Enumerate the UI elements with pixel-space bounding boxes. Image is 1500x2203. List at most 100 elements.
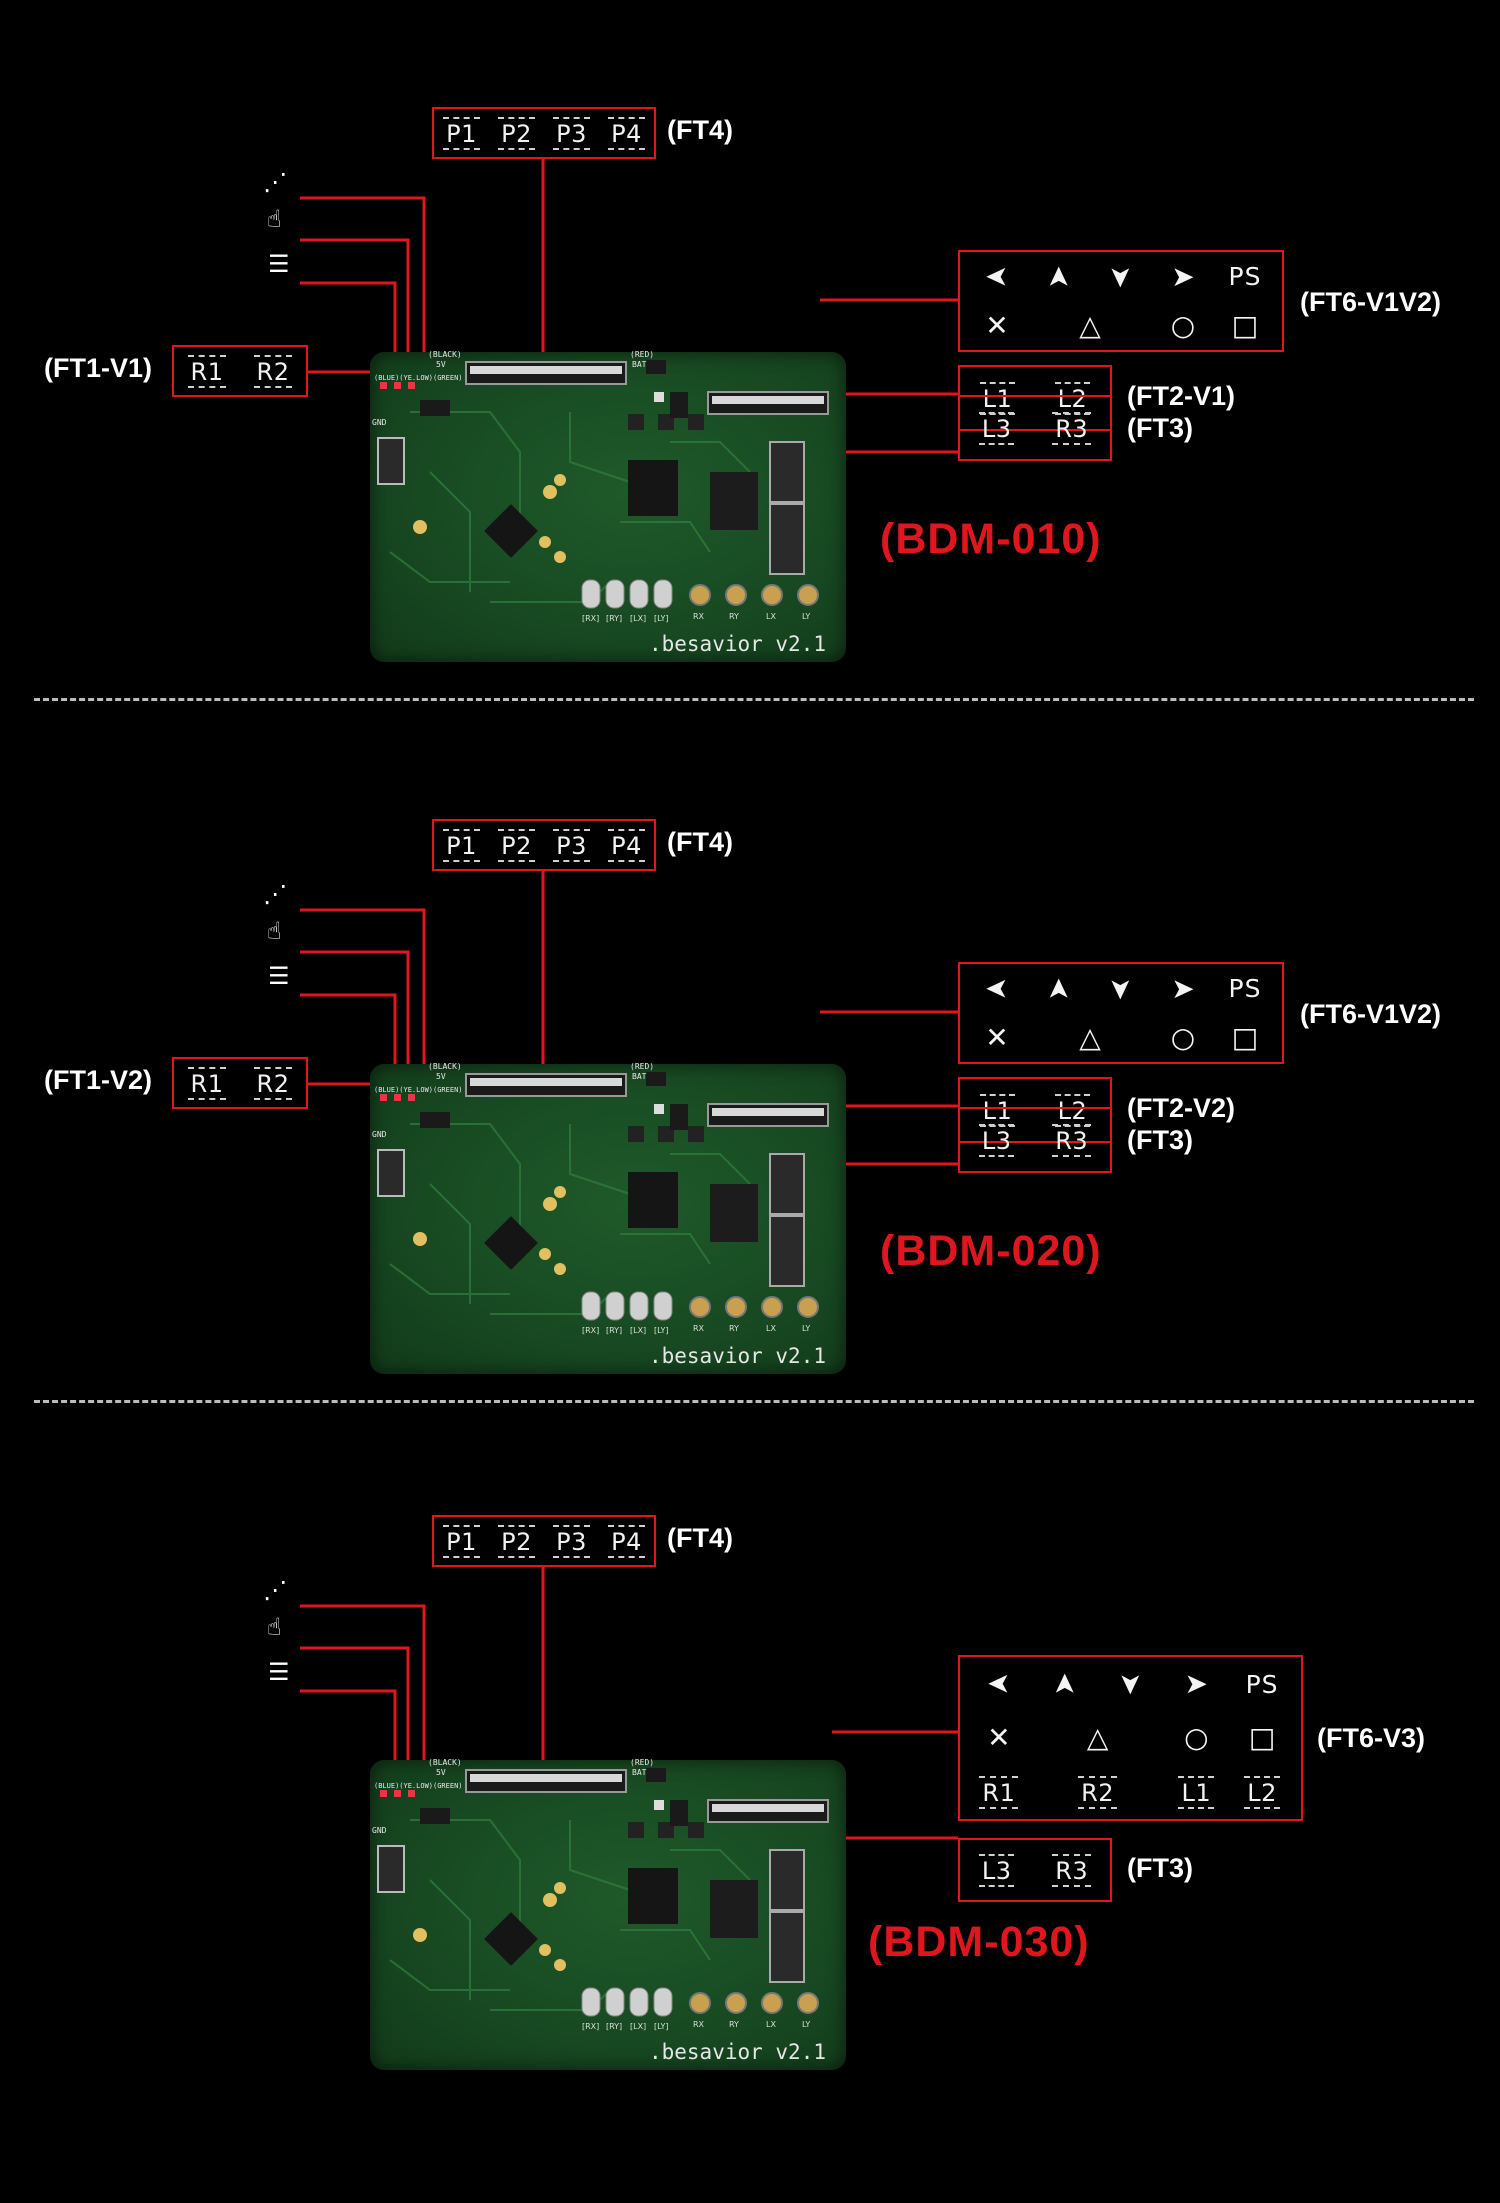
wire-layer: [300, 159, 958, 454]
pin-label: [LX]: [630, 1326, 647, 1335]
ft6-label: (FT6-V1V2): [1300, 287, 1442, 317]
model-label: (BDM-020): [880, 1227, 1102, 1275]
ft3-box: L3 R3: [958, 1107, 1112, 1173]
ft3-key: L3: [978, 411, 1015, 445]
tap-finger-icon: ☝: [267, 205, 282, 233]
menu-lines-icon: ☰: [268, 962, 290, 990]
ft6-label: (FT6-V3): [1317, 1723, 1425, 1753]
dpad-left-icon: ➤: [987, 1668, 1011, 1701]
board-version: .besavior v2.1: [648, 2040, 826, 2064]
ft6-grid: ➤➤➤➤PS✕△○□: [960, 964, 1282, 1062]
connector-line: [300, 196, 426, 352]
silk-bat: BAT: [632, 1768, 647, 1777]
cross-button-icon: ✕: [985, 1020, 1009, 1054]
dpad-right-icon: ➤: [1184, 1667, 1209, 1700]
silk-black: (BLACK): [428, 1758, 462, 1767]
ft4-key: P2: [498, 828, 535, 862]
ft1-key: R1: [187, 1066, 227, 1100]
square-button-icon: □: [1231, 308, 1259, 342]
ft6-key: R1: [979, 1775, 1019, 1809]
silk-red: (RED): [630, 1758, 655, 1767]
connector-line: [300, 1646, 410, 1760]
circle-button-icon: ○: [1170, 1020, 1196, 1054]
pot-label: RY: [729, 612, 739, 621]
silk-bat: BAT: [632, 1072, 647, 1081]
cross-button-icon: ✕: [985, 308, 1009, 342]
panel-bdm-030: ⋰ ☝ ☰ P1 P2 P3 P4 (FT4): [0, 1503, 1500, 2203]
ps-button-label: PS: [1245, 1669, 1279, 1699]
triangle-button-icon: △: [1086, 1721, 1109, 1754]
triangle-button-icon: △: [1079, 308, 1101, 342]
ft1-key: R2: [253, 1066, 293, 1100]
pin-label: [LY]: [654, 614, 669, 623]
silk-gnd: GND: [372, 1130, 387, 1139]
circle-button-icon: ○: [1170, 308, 1196, 342]
ft3-keys: L3 R3: [960, 397, 1110, 459]
ft2-keys: L1 L2: [960, 367, 1110, 429]
light-rays-icon: ⋰: [263, 1576, 287, 1604]
silk-black: (BLACK): [428, 350, 462, 359]
connector-line: [300, 1604, 426, 1760]
ft2-key: L2: [1054, 381, 1091, 415]
ft1-box: R1 R2: [172, 1057, 308, 1109]
pot-label: RY: [729, 1324, 739, 1333]
ft3-box: L3 R3: [958, 395, 1112, 461]
pin-label: [LX]: [630, 614, 647, 623]
ft2-key: L1: [979, 381, 1016, 415]
ps-button-label: PS: [1228, 262, 1262, 291]
pcb-artwork: [377, 1072, 829, 1321]
ft3-label: (FT3): [1127, 413, 1193, 443]
pot-label: LX: [766, 612, 776, 621]
pin-label: [LX]: [630, 2022, 647, 2031]
ft6-key: R2: [1078, 1775, 1118, 1809]
silk-gnd: GND: [372, 418, 387, 427]
pot-label: LY: [802, 1324, 811, 1333]
silk-red: (RED): [630, 350, 655, 359]
pin-label: [RY]: [606, 2022, 623, 2031]
ft4-key: P1: [443, 1524, 480, 1558]
ft3-key: R3: [1052, 411, 1092, 445]
ft4-keys: P1 P2 P3 P4: [434, 109, 654, 157]
model-label: (BDM-030): [868, 1918, 1090, 1966]
dpad-down-icon: ➤: [1105, 976, 1138, 1001]
silk-5v: 5V: [436, 1768, 446, 1777]
pcb-board: (BLUE)(YE.LOW)(GREEN) (BLACK) 5V (RED) B…: [370, 1062, 846, 1374]
connector-line: [300, 1689, 397, 1773]
triangle-button-icon: △: [1079, 1020, 1101, 1054]
pot-label: LX: [766, 1324, 776, 1333]
pot-label: RX: [693, 2020, 705, 2029]
ft4-key: P3: [553, 1524, 590, 1558]
ft4-label: (FT4): [667, 1523, 733, 1553]
pin-label: [LY]: [654, 2022, 669, 2031]
ft4-box: P1 P2 P3 P4: [432, 1515, 656, 1567]
menu-lines-icon: ☰: [268, 250, 290, 278]
ft3-label: (FT3): [1127, 1853, 1193, 1883]
ft4-key: P4: [608, 828, 645, 862]
dpad-up-icon: ➤: [1047, 1672, 1081, 1696]
ft4-box: P1 P2 P3 P4: [432, 819, 656, 871]
separator: [34, 698, 1474, 701]
pin-label: [RX]: [582, 1326, 600, 1335]
board-version: .besavior v2.1: [648, 1344, 826, 1368]
pin-label: [RX]: [582, 614, 600, 623]
ft2-key: L2: [1054, 1093, 1091, 1127]
ft3-key: R3: [1052, 1853, 1092, 1887]
connector-line: [300, 950, 410, 1064]
panel-bdm-010: ⋰ ☝ ☰ P1 P2 P3 P4 (FT4): [0, 95, 1500, 795]
ft4-key: P4: [608, 1524, 645, 1558]
ft4-label: (FT4): [667, 115, 733, 145]
ft3-box: L3 R3: [958, 1838, 1112, 1902]
pin-label: [LY]: [654, 1326, 669, 1335]
silk-5v: 5V: [436, 1072, 446, 1081]
square-button-icon: □: [1248, 1721, 1276, 1754]
panel-bdm-020: ⋰ ☝ ☰ P1 P2 P3 P4 (FT4): [0, 807, 1500, 1507]
connector-line: [300, 908, 426, 1064]
menu-lines-icon: ☰: [268, 1658, 290, 1686]
ft4-key: P3: [553, 116, 590, 150]
silk-bat: BAT: [632, 360, 647, 369]
ft6-key: L1: [1178, 1775, 1215, 1809]
ft4-key: P2: [498, 116, 535, 150]
